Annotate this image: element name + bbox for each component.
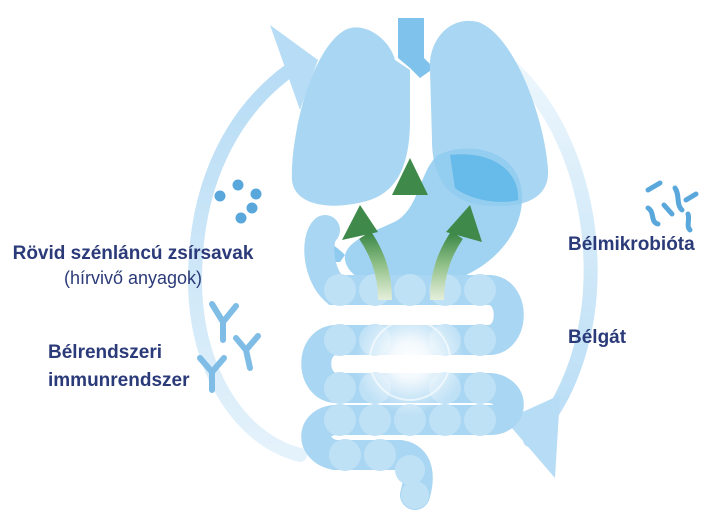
upward-arrows-icon [342,158,482,305]
glow-ring [369,319,451,401]
gut-barrier-label: Bélgát [568,327,627,348]
antibody-icon [197,301,261,393]
microbiota-label: Bélmikrobióta [568,234,695,255]
immune-label-line2: immunrendszer [48,370,190,391]
scfa-title-label: Rövid szénláncú zsírsavak [13,243,254,264]
bacteria-icon [645,180,699,233]
glow-center [355,305,465,415]
immune-label-line1: Bélrendszeri [48,342,162,363]
molecule-dots-icon [214,179,262,224]
scfa-subtitle-label: (hírvivő anyagok) [64,268,202,288]
